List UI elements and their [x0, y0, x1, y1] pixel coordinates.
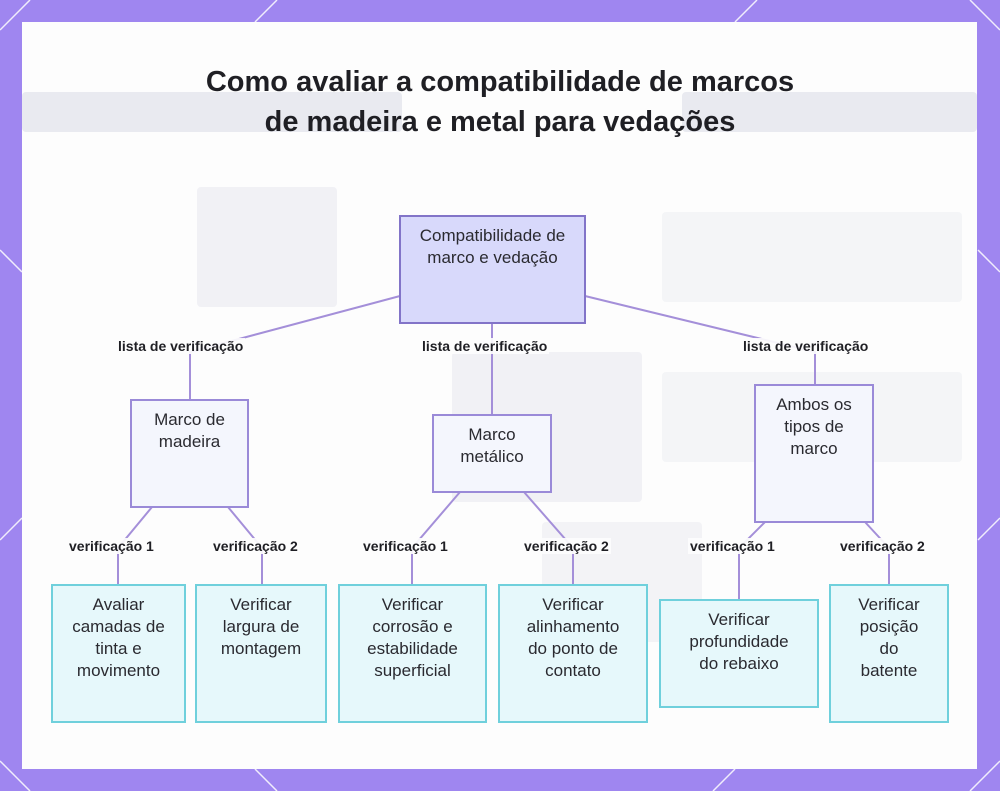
edge-label-root-metal: lista de verificação [420, 338, 550, 354]
leaf-stop-position-label: Verificar posição do batente [858, 595, 920, 680]
node-metal-frame-label: Marco metálico [460, 425, 524, 466]
node-wood-frame: Marco de madeira [130, 399, 249, 508]
background-ghost [197, 187, 337, 307]
leaf-stop-position: Verificar posição do batente [829, 584, 949, 723]
background-ghost [682, 92, 977, 132]
edge-label-wood-check1: verificação 1 [67, 538, 156, 554]
leaf-rebate-depth-label: Verificar profundidade do rebaixo [689, 610, 789, 673]
leaf-paint-movement-label: Avaliar camadas de tinta e movimento [72, 595, 165, 680]
root-node: Compatibilidade de marco e vedação [399, 215, 586, 324]
edge-label-both-check1: verificação 1 [688, 538, 777, 554]
leaf-contact-alignment-label: Verificar alinhamento do ponto de contat… [526, 595, 620, 680]
edge-label-metal-check2: verificação 2 [522, 538, 611, 554]
leaf-corrosion-stability: Verificar corrosão e estabilidade superf… [338, 584, 487, 723]
node-metal-frame: Marco metálico [432, 414, 552, 493]
edge-label-root-wood: lista de verificação [116, 338, 246, 354]
leaf-corrosion-stability-label: Verificar corrosão e estabilidade superf… [367, 595, 458, 680]
root-node-label: Compatibilidade de marco e vedação [419, 226, 566, 267]
connector-both-check1 [738, 521, 766, 600]
leaf-contact-alignment: Verificar alinhamento do ponto de contat… [498, 584, 648, 723]
node-both-frames: Ambos os tipos de marco [754, 384, 874, 523]
node-both-frames-label: Ambos os tipos de marco [776, 395, 852, 458]
leaf-mounting-width: Verificar largura de montagem [195, 584, 327, 723]
diagram-title: Como avaliar a compatibilidade de marcos… [205, 66, 795, 138]
edge-label-both-check2: verificação 2 [838, 538, 927, 554]
background-ghost [662, 212, 962, 302]
edge-label-root-both: lista de verificação [741, 338, 871, 354]
leaf-paint-movement: Avaliar camadas de tinta e movimento [51, 584, 186, 723]
node-wood-frame-label: Marco de madeira [154, 410, 225, 451]
leaf-rebate-depth: Verificar profundidade do rebaixo [659, 599, 819, 708]
edge-label-wood-check2: verificação 2 [211, 538, 300, 554]
edge-label-metal-check1: verificação 1 [361, 538, 450, 554]
leaf-mounting-width-label: Verificar largura de montagem [220, 595, 302, 658]
background-ghost [22, 92, 402, 132]
